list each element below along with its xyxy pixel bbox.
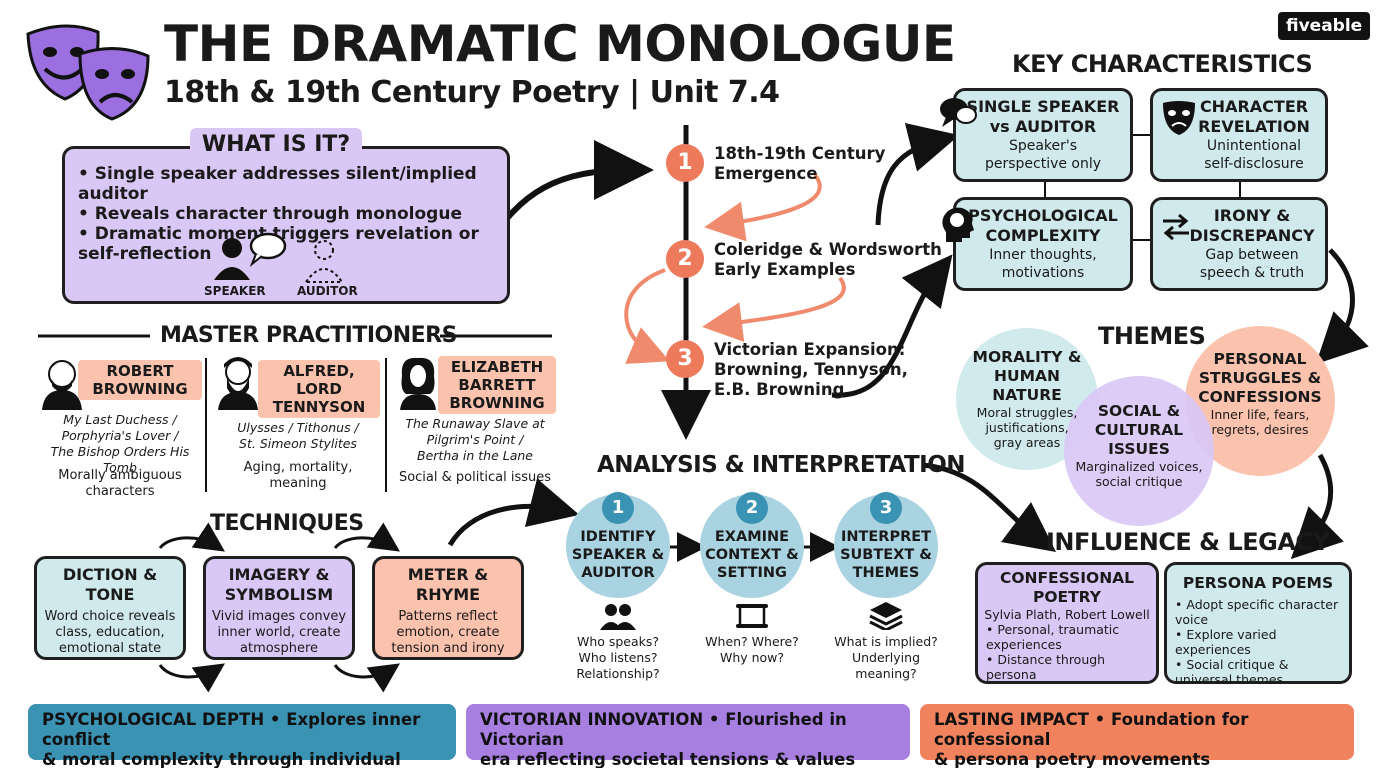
themes-heading: THEMES — [1098, 322, 1206, 350]
poet-works: Ulysses / Tithonus /St. Simeon Stylites — [237, 420, 359, 451]
brain-head-icon — [940, 206, 976, 246]
key-characteristics-heading: KEY CHARACTERISTICS — [1012, 50, 1313, 78]
scroll-icon — [734, 602, 770, 630]
timeline-step-2-badge: 2 — [666, 240, 704, 278]
persona-bullet: Social critique & universal themes — [1175, 657, 1343, 687]
portrait-icon — [396, 356, 440, 410]
auditor-label: AUDITOR — [297, 284, 358, 298]
timeline-step-3-badge: 3 — [666, 340, 704, 378]
influence-heading: INFLUENCE & LEGACY — [1046, 528, 1330, 556]
timeline-step-3-text: Victorian Expansion:Browning, Tennyson,E… — [714, 340, 908, 399]
auditor-icon — [302, 238, 346, 284]
poet-note: Aging, mortality,meaning — [243, 460, 353, 491]
speech-bubbles-icon — [938, 95, 978, 131]
analysis-step-3-badge: 3 — [870, 492, 902, 524]
speaker-label: SPEAKER — [204, 284, 266, 298]
mask-icon — [1161, 99, 1197, 137]
analysis-step-1-questions: Who speaks?Who listens?Relationship? — [576, 634, 660, 681]
banner-lasting-impact: LASTING IMPACT • Foundation for confessi… — [920, 704, 1354, 768]
page-subtitle: 18th & 19th Century Poetry | Unit 7.4 — [164, 75, 780, 110]
banner-psychological-depth: PSYCHOLOGICAL DEPTH • Explores inner con… — [28, 704, 456, 768]
what-bullet: Reveals character through monologue — [78, 204, 498, 224]
speaker-icon — [210, 232, 290, 282]
swap-arrows-icon — [1161, 212, 1191, 242]
master-practitioners-heading: MASTER PRACTITIONERS — [160, 323, 457, 348]
theater-masks-icon — [20, 14, 160, 124]
poet-note: Social & political issues — [398, 470, 552, 485]
people-icon — [600, 602, 636, 630]
page-title: THE DRAMATIC MONOLOGUE — [164, 15, 956, 73]
timeline-step-1-badge: 1 — [666, 144, 704, 182]
poet-works: My Last Duchess /Porphyria's Lover /The … — [50, 412, 190, 475]
portrait-icon — [40, 356, 84, 410]
analysis-step-2-questions: When? Where?Why now? — [705, 634, 799, 665]
layers-icon — [868, 600, 904, 632]
analysis-step-2-badge: 2 — [736, 492, 768, 524]
theme-morality-text: MORALITY &HUMAN NATURE Moral struggles,j… — [972, 348, 1082, 450]
confessional-bullet: Distance through persona — [986, 652, 1156, 682]
what-bullet: Single speaker addresses silent/implied … — [78, 164, 498, 204]
banner-victorian-innovation: VICTORIAN INNOVATION • Flourished in Vic… — [466, 704, 910, 768]
persona-bullet: Explore varied experiences — [1175, 627, 1343, 657]
analysis-heading: ANALYSIS & INTERPRETATION — [597, 452, 966, 478]
theme-social — [1064, 376, 1214, 526]
influence-card-persona: PERSONA POEMS Adopt specific character v… — [1164, 562, 1352, 687]
what-is-it-bullets: Single speaker addresses silent/implied … — [78, 164, 498, 264]
confessional-bullet: Personal, traumatic experiences — [986, 622, 1156, 652]
portrait-icon — [216, 356, 260, 410]
what-bullet: Dramatic moment triggers revelation or s… — [78, 224, 498, 264]
analysis-step-1-badge: 1 — [602, 492, 634, 524]
what-is-it-heading: WHAT IS IT? — [190, 128, 362, 162]
techniques-heading: TECHNIQUES — [210, 511, 364, 536]
fiveable-logo: fiveable — [1278, 12, 1371, 40]
persona-bullet: Adopt specific character voice — [1175, 597, 1343, 627]
